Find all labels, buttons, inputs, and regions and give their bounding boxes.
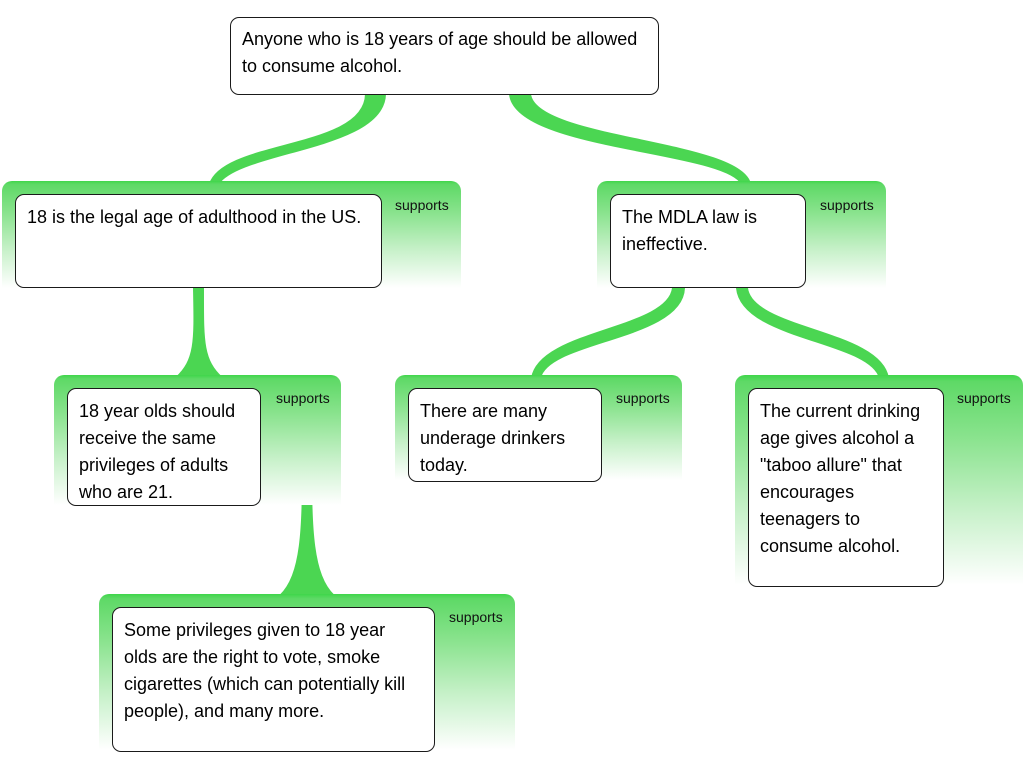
support-label-mdla: supports: [820, 197, 874, 213]
support-label-privileges-examples: supports: [449, 609, 503, 625]
support-label-taboo: supports: [957, 390, 1011, 406]
claim-box-privileges-examples: Some privileges given to 18 year olds ar…: [112, 607, 435, 752]
support-label-underage: supports: [616, 390, 670, 406]
claim-box-taboo: The current drinking age gives alcohol a…: [748, 388, 944, 587]
connector-mdla-to-taboo: [736, 287, 889, 379]
connector-root-to-legal-age: [209, 93, 386, 185]
support-label-legal-age: supports: [395, 197, 449, 213]
connector-legal-age-to-privileges: [175, 287, 223, 379]
connector-mdla-to-underage: [531, 287, 685, 379]
claim-box-mdla: The MDLA law is ineffective.: [610, 194, 806, 288]
connector-root-to-mdla: [509, 93, 751, 185]
claim-box-same-privileges: 18 year olds should receive the same pri…: [67, 388, 261, 506]
claim-box-legal-age: 18 is the legal age of adulthood in the …: [15, 194, 382, 288]
support-label-same-privileges: supports: [276, 390, 330, 406]
claim-box-underage: There are many underage drinkers today.: [408, 388, 602, 482]
claim-box-root: Anyone who is 18 years of age should be …: [230, 17, 659, 95]
